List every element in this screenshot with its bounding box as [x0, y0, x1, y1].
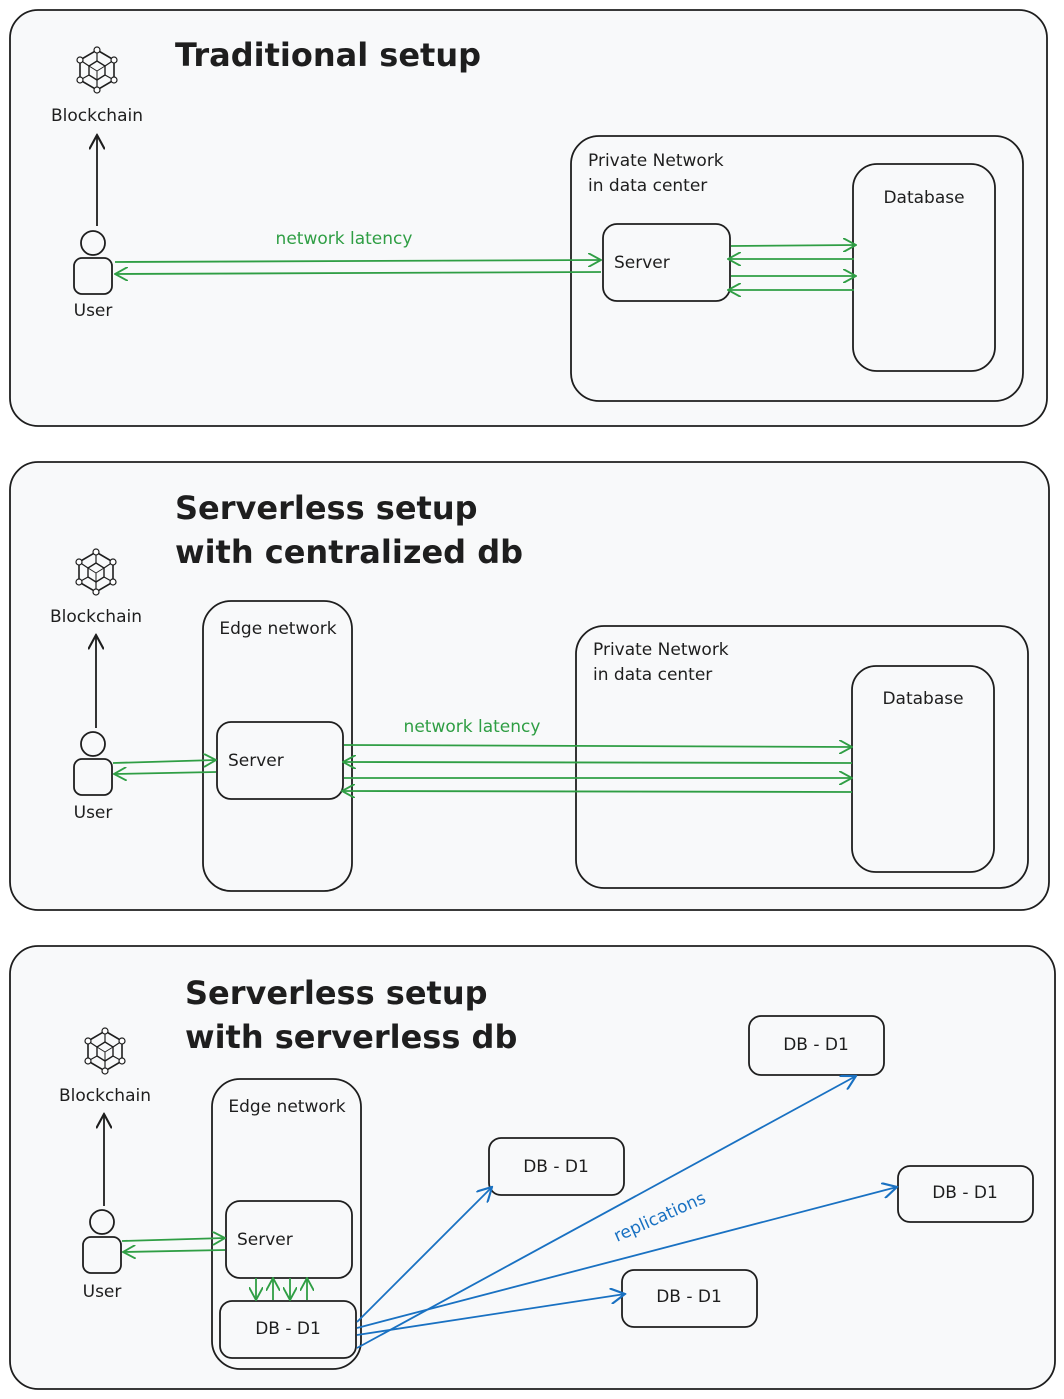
edge-network-box	[202, 600, 353, 892]
blockchain-label: Blockchain	[59, 1086, 151, 1106]
query-response-arrow	[342, 791, 853, 792]
query-response-arrow	[343, 762, 853, 763]
panel-serverless-db: Serverless setup with serverless db Bloc…	[9, 945, 1056, 1390]
user-label: User	[83, 1282, 122, 1302]
replica-db-box	[488, 1137, 625, 1196]
replica-db-label: DB - D1	[932, 1183, 998, 1203]
panel-traditional: Traditional setup Blockchain User Privat…	[9, 9, 1048, 427]
user-label: User	[74, 803, 113, 823]
replica-db-label: DB - D1	[523, 1157, 589, 1177]
panel-title-line2: with centralized db	[175, 533, 523, 571]
panel-title: Traditional setup	[175, 36, 481, 74]
replica-db-label: DB - D1	[656, 1287, 722, 1307]
database-label: Database	[883, 188, 964, 208]
response-arrow	[115, 272, 602, 274]
query-arrow	[343, 745, 852, 747]
request-arrow	[121, 1238, 225, 1241]
database-box	[851, 665, 995, 873]
replication-arrow	[356, 1187, 492, 1323]
replica-db-label: DB - D1	[783, 1035, 849, 1055]
database-label: Database	[882, 689, 963, 709]
edge-db-label: DB - D1	[255, 1319, 321, 1339]
database-box	[852, 163, 996, 372]
private-network-label-line1: Private Network	[593, 640, 729, 660]
user-label: User	[74, 301, 113, 321]
replication-arrow	[356, 1187, 897, 1329]
blockchain-label: Blockchain	[51, 106, 143, 126]
panel-title-line1: Serverless setup	[175, 489, 478, 527]
latency-label: network latency	[276, 229, 413, 249]
server-label: Server	[228, 751, 284, 771]
private-network-box	[575, 625, 1029, 889]
private-network-label-line2: in data center	[588, 176, 707, 196]
panel-serverless-centralized: Serverless setup with centralized db Blo…	[9, 461, 1050, 911]
panel-title-line2: with serverless db	[185, 1018, 517, 1056]
request-arrow	[114, 260, 601, 262]
response-arrow	[114, 772, 217, 774]
edge-network-label: Edge network	[219, 619, 336, 639]
panel-title-line1: Serverless setup	[185, 974, 488, 1012]
replication-arrow	[356, 1294, 625, 1336]
server-label: Server	[237, 1230, 293, 1250]
server-label: Server	[614, 253, 670, 273]
request-arrow	[112, 760, 216, 763]
query-arrow	[730, 245, 856, 246]
private-network-box	[570, 135, 1024, 402]
replica-db-box	[748, 1015, 885, 1076]
blockchain-label: Blockchain	[50, 607, 142, 627]
panel-frame	[9, 9, 1048, 427]
edge-network-label: Edge network	[228, 1097, 345, 1117]
edge-network-box	[211, 1078, 362, 1370]
replication-arrow	[356, 1076, 856, 1349]
panel-frame	[9, 461, 1050, 911]
private-network-label-line1: Private Network	[588, 151, 724, 171]
latency-label: network latency	[404, 717, 541, 737]
response-arrow	[123, 1250, 226, 1252]
private-network-label-line2: in data center	[593, 665, 712, 685]
